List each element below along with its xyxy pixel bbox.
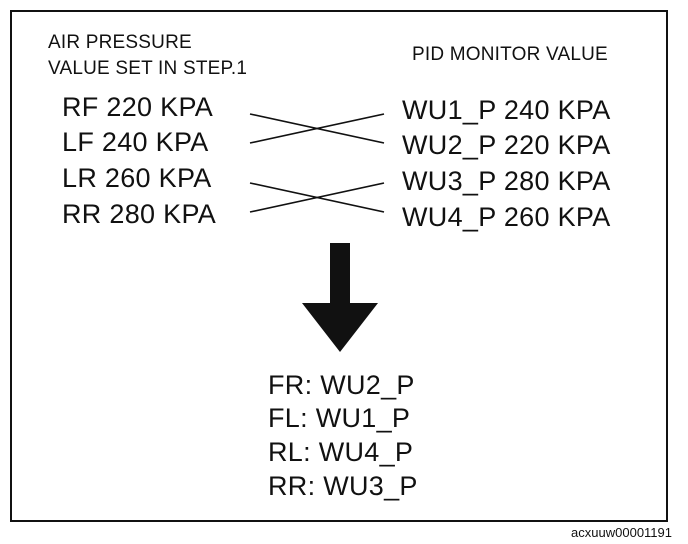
pid-monitor-header: PID MONITOR VALUE bbox=[412, 44, 608, 65]
pid-value-wu1: WU1_P 240 KPA bbox=[402, 95, 611, 125]
pid-value-wu3: WU3_P 280 KPA bbox=[402, 166, 611, 196]
down-arrow-icon bbox=[302, 243, 378, 352]
cross-line-lf-to-wu1 bbox=[249, 113, 385, 144]
result-fl: FL: WU1_P bbox=[268, 403, 411, 433]
air-pressure-lf: LF 240 KPA bbox=[62, 127, 209, 157]
result-fr: FR: WU2_P bbox=[268, 370, 415, 400]
air-pressure-rr: RR 280 KPA bbox=[62, 199, 217, 229]
pid-value-wu4: WU4_P 260 KPA bbox=[402, 202, 611, 232]
air-pressure-header-line-1: AIR PRESSURE bbox=[48, 32, 192, 53]
air-pressure-header: AIR PRESSURE VALUE SET IN STEP.1 bbox=[48, 30, 247, 82]
pid-value-wu2: WU2_P 220 KPA bbox=[402, 130, 611, 160]
result-rr: RR: WU3_P bbox=[268, 471, 418, 501]
diagram-frame: AIR PRESSURE VALUE SET IN STEP.1 PID MON… bbox=[10, 10, 668, 522]
figure-id-caption: acxuuw00001191 bbox=[571, 525, 672, 540]
cross-line-rr-to-wu3 bbox=[249, 182, 385, 213]
result-rl: RL: WU4_P bbox=[268, 437, 414, 467]
mapping-cross-lines bbox=[249, 113, 385, 213]
air-pressure-header-line-2: VALUE SET IN STEP.1 bbox=[48, 58, 248, 79]
air-pressure-rf: RF 220 KPA bbox=[62, 92, 214, 122]
air-pressure-lr: LR 260 KPA bbox=[62, 163, 212, 193]
down-arrow-shape bbox=[302, 243, 378, 352]
